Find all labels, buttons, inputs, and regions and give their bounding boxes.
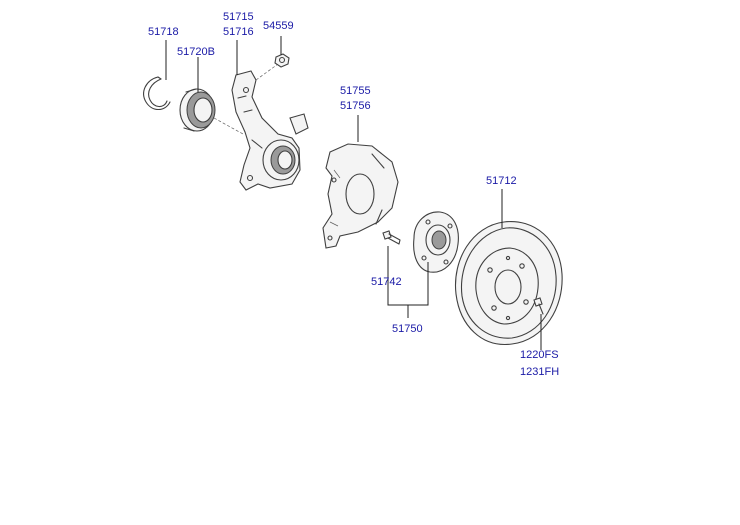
label-screw-a[interactable]: 1220FS <box>520 349 559 361</box>
assembly-line-bearing-knuckle <box>213 117 244 135</box>
snap-ring-part[interactable] <box>143 76 171 111</box>
hub-bolt-part[interactable] <box>382 230 401 245</box>
label-snap-ring[interactable]: 51718 <box>148 26 179 38</box>
label-bearing[interactable]: 51720B <box>177 46 215 58</box>
disc-screw-part[interactable] <box>533 297 544 315</box>
nut-part[interactable] <box>274 53 290 68</box>
dust-cover-part[interactable] <box>322 143 399 249</box>
label-screw-b[interactable]: 1231FH <box>520 366 560 378</box>
wheel-hub-part[interactable] <box>413 211 459 273</box>
brake-disc-part[interactable] <box>454 221 563 345</box>
steering-knuckle-part[interactable] <box>231 70 309 191</box>
label-knuckle-a[interactable]: 51715 <box>223 11 254 23</box>
label-hub-assy[interactable]: 51750 <box>392 323 423 335</box>
label-dust-cover-a[interactable]: 51755 <box>340 85 371 97</box>
label-dust-cover-b[interactable]: 51756 <box>340 100 371 112</box>
label-nut[interactable]: 54559 <box>263 20 294 32</box>
wheel-bearing-part[interactable] <box>179 88 216 132</box>
label-disc[interactable]: 51712 <box>486 175 517 187</box>
label-hub-bolt[interactable]: 51742 <box>371 276 402 288</box>
label-knuckle-b[interactable]: 51716 <box>223 26 254 38</box>
assembly-line-nut-knuckle <box>255 63 279 81</box>
